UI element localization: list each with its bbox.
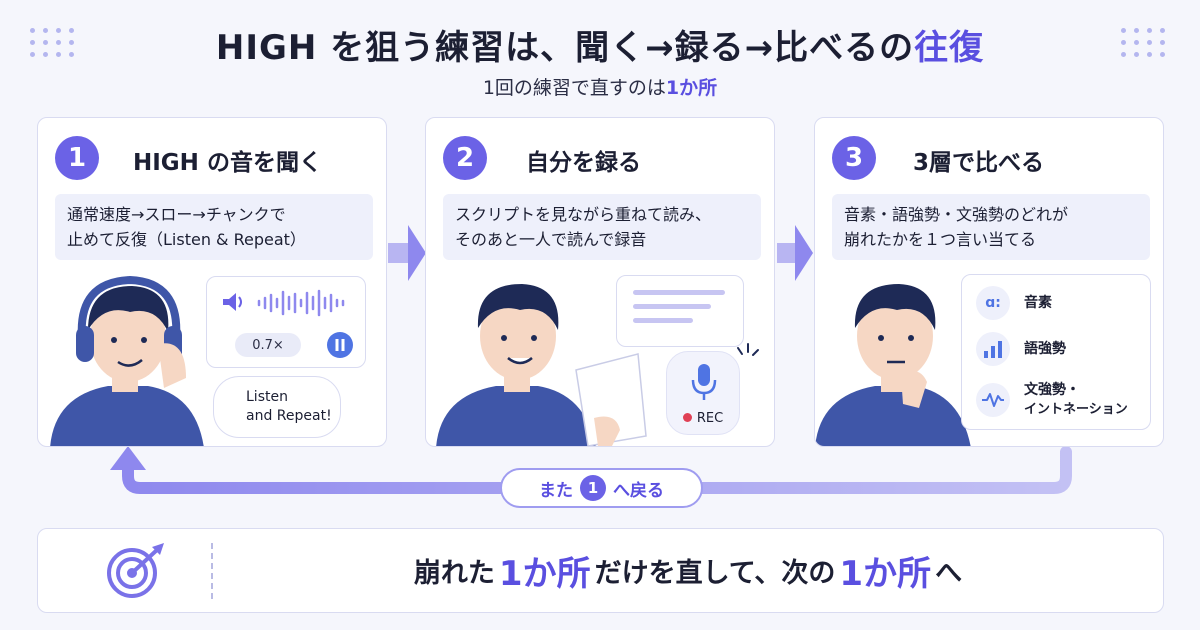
- subtitle-main: 1回の練習で直すのは: [482, 77, 666, 99]
- summary-part: だけを直して、次の: [594, 557, 836, 589]
- person-thinking-illustration: [815, 284, 971, 446]
- dot-grid-left: [30, 28, 75, 57]
- phoneme-icon: ɑ:: [976, 286, 1010, 320]
- step-number: 1: [55, 136, 99, 180]
- back-to-step-1-label: また 1 へ戻る: [500, 468, 703, 508]
- title-main: HIGH を狙う練習は、聞く→録る→比べるの: [215, 28, 915, 68]
- summary-part: 崩れた: [413, 557, 495, 589]
- desc-line: 音素・語強勢・文強勢のどれが: [844, 205, 1069, 224]
- step-panel-listen: 1 HIGH の音を聞く 通常速度→スロー→チャンクで 止めて反復（Listen…: [37, 117, 387, 447]
- summary-banner: 崩れた 1か所 だけを直して、次の 1か所 へ: [37, 528, 1164, 613]
- person-reading-illustration: [436, 284, 647, 446]
- speech-bubble: Listen and Repeat!: [213, 376, 341, 438]
- title-accent: 往復: [914, 28, 985, 68]
- layer-label-line: 文強勢・: [1024, 382, 1080, 398]
- step-title: HIGH の音を聞く: [133, 150, 322, 176]
- rec-label: REC: [667, 411, 739, 426]
- desc-line: 崩れたかを１つ言い当てる: [844, 230, 1037, 249]
- arrow-2-to-3: [777, 225, 813, 281]
- subtitle-accent: 1か所: [665, 77, 718, 99]
- step-title: 3層で比べる: [913, 150, 1045, 176]
- loop-suffix: へ戻る: [613, 480, 664, 501]
- dot-grid-right: [1121, 28, 1166, 57]
- layer-sentence-stress: 文強勢・ イントネーション: [976, 377, 1128, 423]
- bubble-line: and Repeat!: [246, 408, 332, 424]
- speaker-icon[interactable]: [221, 291, 245, 313]
- summary-part: へ: [935, 557, 963, 589]
- step-panel-record: 2 自分を録る スクリプトを見ながら重ねて読み、 そのあと一人で読んで録音 RE…: [425, 117, 775, 447]
- step-panel-compare: 3 3層で比べる 音素・語強勢・文強勢のどれが 崩れたかを１つ言い当てる ɑ: …: [814, 117, 1164, 447]
- layer-phoneme: ɑ: 音素: [976, 285, 1052, 321]
- audio-player-card: 0.7×: [206, 276, 366, 368]
- page-subtitle: 1回の練習で直すのは1か所: [0, 73, 1200, 100]
- step-number: 3: [832, 136, 876, 180]
- layer-word-stress: 語強勢: [976, 331, 1066, 367]
- layer-label-line: イントネーション: [1024, 402, 1128, 417]
- step-description: 音素・語強勢・文強勢のどれが 崩れたかを１つ言い当てる: [832, 194, 1150, 260]
- rec-dot-icon: [682, 413, 692, 422]
- pause-icon[interactable]: [326, 331, 354, 359]
- step-title: 自分を録る: [526, 150, 641, 176]
- wave-pulse-icon: [976, 383, 1010, 417]
- rec-text: REC: [696, 411, 724, 426]
- desc-line: 止めて反復（Listen & Repeat）: [67, 230, 306, 249]
- sound-rays-icon: [737, 343, 759, 356]
- record-card[interactable]: REC: [666, 351, 740, 435]
- page-title: HIGH を狙う練習は、聞く→録る→比べるの往復: [0, 20, 1200, 69]
- person-with-headphones-illustration: [50, 275, 204, 446]
- step-description: 通常速度→スロー→チャンクで 止めて反復（Listen & Repeat）: [55, 194, 373, 260]
- script-card: [616, 275, 744, 347]
- layer-label: 文強勢・ イントネーション: [1024, 381, 1128, 419]
- arrow-1-to-2: [388, 225, 426, 281]
- summary-accent: 1か所: [839, 553, 932, 594]
- desc-line: スクリプトを見ながら重ねて読み、: [455, 205, 712, 224]
- layer-label: 語強勢: [1024, 340, 1066, 357]
- step-description: スクリプトを見ながら重ねて読み、 そのあと一人で読んで録音: [443, 194, 761, 260]
- waveform-icon: [257, 289, 345, 317]
- comparison-layers-card: ɑ: 音素 語強勢 文強勢・ イントネーション: [961, 274, 1151, 430]
- summary-accent: 1か所: [498, 553, 591, 594]
- playback-speed[interactable]: 0.7×: [235, 333, 301, 357]
- bar-chart-icon: [976, 332, 1010, 366]
- desc-line: 通常速度→スロー→チャンクで: [67, 205, 286, 224]
- bubble-line: Listen: [246, 389, 288, 405]
- target-icon: [107, 543, 164, 598]
- step-number: 2: [443, 136, 487, 180]
- loop-prefix: また: [539, 480, 573, 501]
- layer-label: 音素: [1024, 294, 1052, 311]
- microphone-icon[interactable]: [689, 362, 719, 404]
- script-lines-icon: [633, 290, 725, 323]
- summary-text: 崩れた 1か所 だけを直して、次の 1か所 へ: [238, 529, 1138, 611]
- loop-step-number: 1: [580, 475, 606, 501]
- desc-line: そのあと一人で読んで録音: [455, 230, 647, 249]
- dashed-divider: [211, 543, 213, 599]
- phoneme-symbol: ɑ:: [985, 295, 1001, 311]
